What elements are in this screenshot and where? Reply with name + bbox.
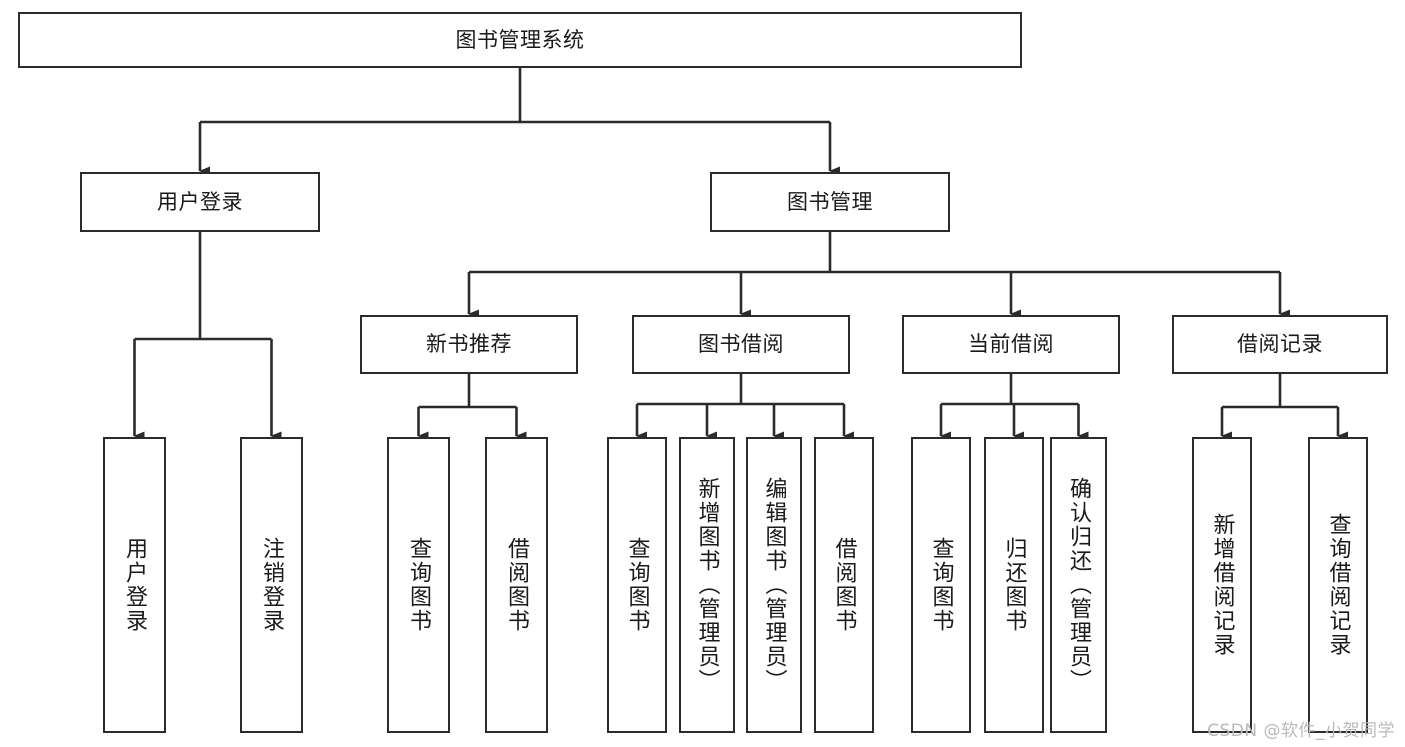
node-leaf-3[interactable]: 查询图书 (387, 437, 450, 733)
node-leaf-9[interactable]: 查询图书 (911, 437, 971, 733)
node-cur-borrow[interactable]: 当前借阅 (902, 315, 1120, 374)
node-label: 图书管理 (787, 189, 873, 214)
node-label: 查询图书 (624, 537, 650, 633)
node-book-manage[interactable]: 图书管理 (710, 172, 950, 232)
node-root[interactable]: 图书管理系统 (18, 12, 1022, 68)
node-label: 图书借阅 (698, 332, 784, 357)
node-leaf-12[interactable]: 新增借阅记录 (1192, 437, 1252, 733)
node-label: 查询借阅记录 (1325, 513, 1351, 657)
node-label: 用户登录 (157, 189, 243, 214)
node-label: 注销登录 (259, 537, 285, 633)
node-label: 新增借阅记录 (1209, 513, 1235, 657)
node-label: 图书管理系统 (455, 27, 585, 52)
node-leaf-11[interactable]: 确认归还（管理员） (1050, 437, 1107, 733)
node-leaf-6[interactable]: 新增图书（管理员） (679, 437, 735, 733)
node-user-login[interactable]: 用户登录 (80, 172, 320, 232)
node-leaf-5[interactable]: 查询图书 (607, 437, 667, 733)
node-leaf-8[interactable]: 借阅图书 (814, 437, 874, 733)
node-label: 当前借阅 (968, 332, 1054, 357)
node-leaf-13[interactable]: 查询借阅记录 (1308, 437, 1368, 733)
node-label: 归还图书 (1001, 537, 1027, 633)
node-leaf-10[interactable]: 归还图书 (984, 437, 1044, 733)
node-label: 借阅图书 (831, 537, 857, 633)
node-label: 借阅记录 (1237, 332, 1323, 357)
node-label: 编辑图书（管理员） (761, 477, 787, 693)
node-label: 借阅图书 (504, 537, 530, 633)
node-leaf-7[interactable]: 编辑图书（管理员） (746, 437, 802, 733)
node-label: 新增图书（管理员） (694, 477, 720, 693)
node-label: 查询图书 (406, 537, 432, 633)
node-label: 新书推荐 (426, 332, 512, 357)
node-label: 查询图书 (928, 537, 954, 633)
node-leaf-1[interactable]: 用户登录 (103, 437, 166, 733)
node-leaf-2[interactable]: 注销登录 (240, 437, 303, 733)
node-leaf-4[interactable]: 借阅图书 (485, 437, 548, 733)
node-book-borrow[interactable]: 图书借阅 (632, 315, 850, 374)
node-new-book-rec[interactable]: 新书推荐 (360, 315, 578, 374)
node-label: 确认归还（管理员） (1066, 477, 1092, 693)
node-borrow-rec[interactable]: 借阅记录 (1172, 315, 1388, 374)
node-label: 用户登录 (122, 537, 148, 633)
